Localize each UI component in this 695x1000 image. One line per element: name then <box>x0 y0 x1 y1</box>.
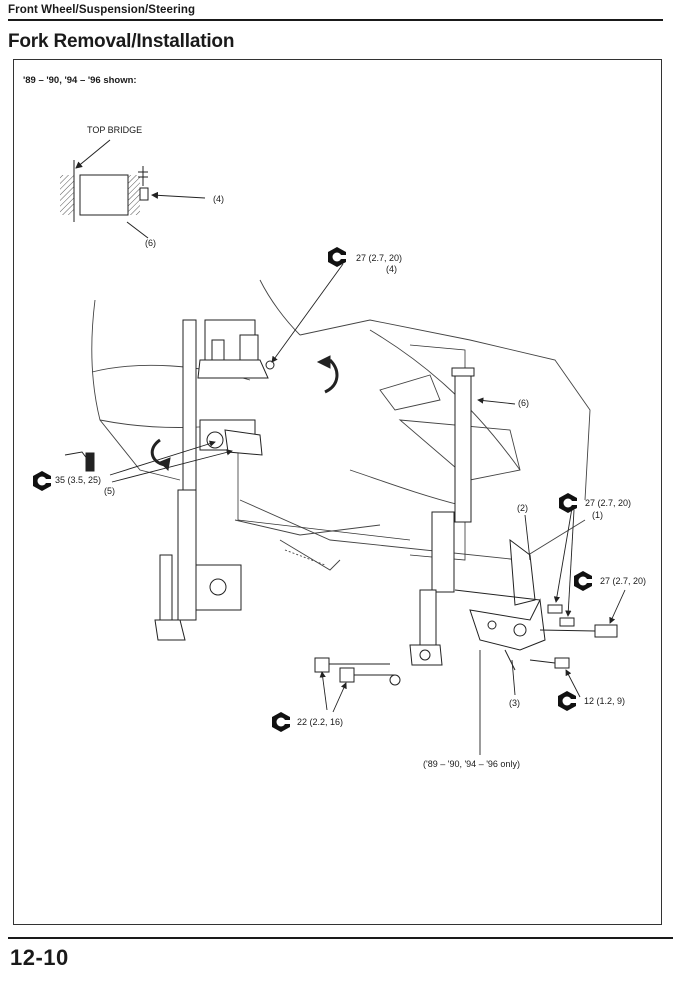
figure-frame <box>13 59 662 925</box>
leader-lines <box>109 263 626 755</box>
torque-r2-value: 27 (2.7, 20) <box>600 576 647 586</box>
footer-rule <box>8 937 673 939</box>
torque-top-ref: (4) <box>386 264 397 274</box>
callout-2: (2) <box>517 503 528 513</box>
fender-bracket <box>454 538 546 671</box>
page-number: 12-10 <box>10 945 69 970</box>
rotation-arrows <box>150 355 339 472</box>
torque-top-value: 27 (2.7, 20) <box>356 253 403 263</box>
torque-wrench-icon <box>272 712 290 732</box>
callout-3: (3) <box>509 698 520 708</box>
torque-wrench-icon <box>558 691 576 711</box>
triple-clamp <box>195 319 275 611</box>
torque-wrench-icon <box>33 471 51 491</box>
torque-r1-ref: (1) <box>592 510 603 520</box>
bottom-note: ('89 – '90, '94 – '96 only) <box>423 759 520 769</box>
callout-4-inset: (4) <box>213 194 224 204</box>
top-bridge-label: TOP BRIDGE <box>87 125 143 135</box>
callout-6-main: (6) <box>518 398 529 408</box>
callout-6-inset: (6) <box>145 238 156 248</box>
header-rule <box>8 19 663 21</box>
bodywork-outline <box>91 279 591 571</box>
shown-note: '89 – '90, '94 – '96 shown: <box>23 75 137 86</box>
page-title: Fork Removal/Installation <box>8 31 235 52</box>
torque-left-value: 35 (3.5, 25) <box>55 475 102 485</box>
torque-r1-value: 27 (2.7, 20) <box>585 498 632 508</box>
section-header: Front Wheel/Suspension/Steering <box>8 4 196 16</box>
top-bridge-inset <box>60 139 206 239</box>
torque-wrench-icon <box>328 247 346 267</box>
torque-bottom-value: 22 (2.2, 16) <box>297 717 344 727</box>
torque-left-ref: (5) <box>104 486 115 496</box>
torque-r3-value: 12 (1.2, 9) <box>584 696 626 706</box>
bolts <box>314 604 618 686</box>
left-fork <box>154 319 197 641</box>
right-fork-tube <box>409 367 475 666</box>
torque-wrench-icon <box>559 493 577 513</box>
torque-wrench-icon <box>574 571 592 591</box>
